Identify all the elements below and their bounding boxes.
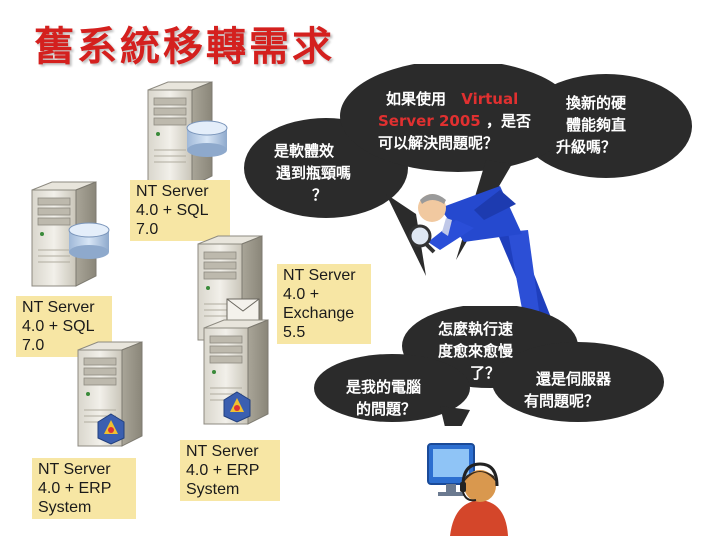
label-line: NT Server [136,183,209,200]
bubble-text: 如果使用 Virtual [386,88,518,110]
label-line: 4.0 + [283,286,320,303]
database-icon [66,222,112,262]
bubble-text: 的問題？ [356,400,417,418]
label-line: System [38,499,92,516]
label-line: NT Server [186,443,259,460]
bubble-text: 還是伺服器 [536,370,612,388]
bubble-text: 體能夠直 [566,116,627,134]
server-label-exchange: NT Server 4.0 + Exchange 5.5 [277,264,371,344]
server-label-sql-top: NT Server 4.0 + SQL 7.0 [130,180,230,241]
label-line: 4.0 + SQL [136,202,209,219]
bubble-text-highlight: Server 2005 [378,112,481,130]
bubble-text-part: ，是否 [485,112,531,130]
label-line: NT Server [283,267,356,284]
user-headset [420,440,510,540]
bubble-text: ？ [312,186,328,204]
database-icon [184,120,230,160]
bubble-text: Server 2005 ，是否 [378,110,531,132]
bubble-text: 可以解決問題呢？ [378,134,499,152]
label-line: 4.0 + SQL [22,318,95,335]
bubble-text: 遇到瓶頸嗎 [276,164,352,182]
bubble-text: 有問題呢？ [524,392,600,410]
speech-bubble-bottom-shape [314,306,664,426]
label-line: 7.0 [136,221,159,238]
app-icon [96,412,126,446]
bubble-text: 換新的硬 [566,94,627,112]
server-label-erp-mid: NT Server 4.0 + ERP System [180,440,280,501]
bubble-text: 是我的電腦 [346,378,422,396]
label-line: 7.0 [22,337,45,354]
label-line: 5.5 [283,324,306,341]
label-line: 4.0 + ERP [38,480,112,497]
bubble-text: 怎麼執行速 [438,320,514,338]
bubble-text: 升級嗎？ [556,138,617,156]
label-line: 4.0 + ERP [186,462,260,479]
bubble-text: 度愈來愈慢 [438,342,514,360]
label-line: Exchange [283,305,355,322]
bubble-text: 了？ [470,364,501,382]
bubble-text: 是軟體效 [274,142,335,160]
bubble-text-highlight: Virtual [461,90,519,108]
label-line: System [186,481,240,498]
label-line: NT Server [22,299,95,316]
businessman-magnifier [400,180,570,334]
bubble-text-part: 如果使用 [386,90,447,108]
page-title: 舊系統移轉需求 [34,24,335,70]
server-label-erp-left: NT Server 4.0 + ERP System [32,458,136,519]
speech-bubble-top-shape [244,64,692,276]
label-line: NT Server [38,461,111,478]
app-icon [222,390,252,424]
server-label-sql-left: NT Server 4.0 + SQL 7.0 [16,296,112,357]
